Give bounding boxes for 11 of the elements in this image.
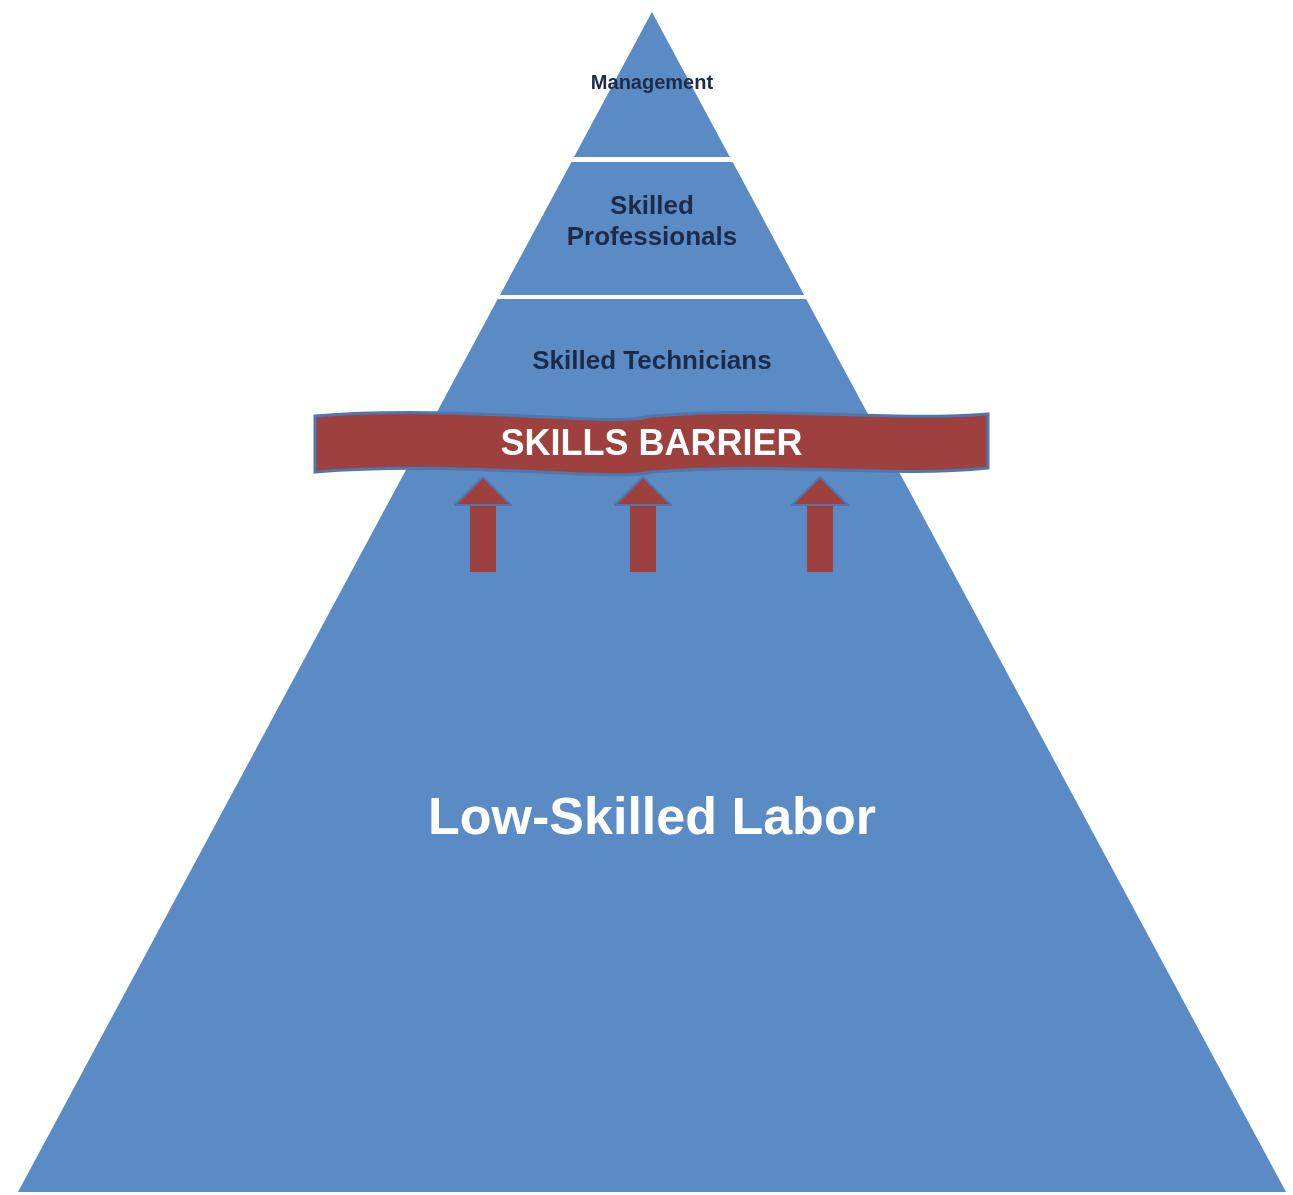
pyramid-layer: [574, 12, 730, 157]
block-arrow: [614, 476, 672, 572]
layer-label: Skilled Technicians: [531, 345, 773, 377]
barrier-banner: [313, 410, 990, 476]
banner-label: SKILLS BARRIER: [499, 421, 804, 465]
pyramid-layer: [499, 162, 805, 295]
block-arrow: [791, 476, 849, 572]
pyramid-layer: [437, 299, 867, 412]
block-arrow: [454, 476, 512, 572]
layer-label: Skilled Professionals: [566, 190, 738, 253]
layer-label: Low-Skilled Labor: [427, 786, 877, 847]
